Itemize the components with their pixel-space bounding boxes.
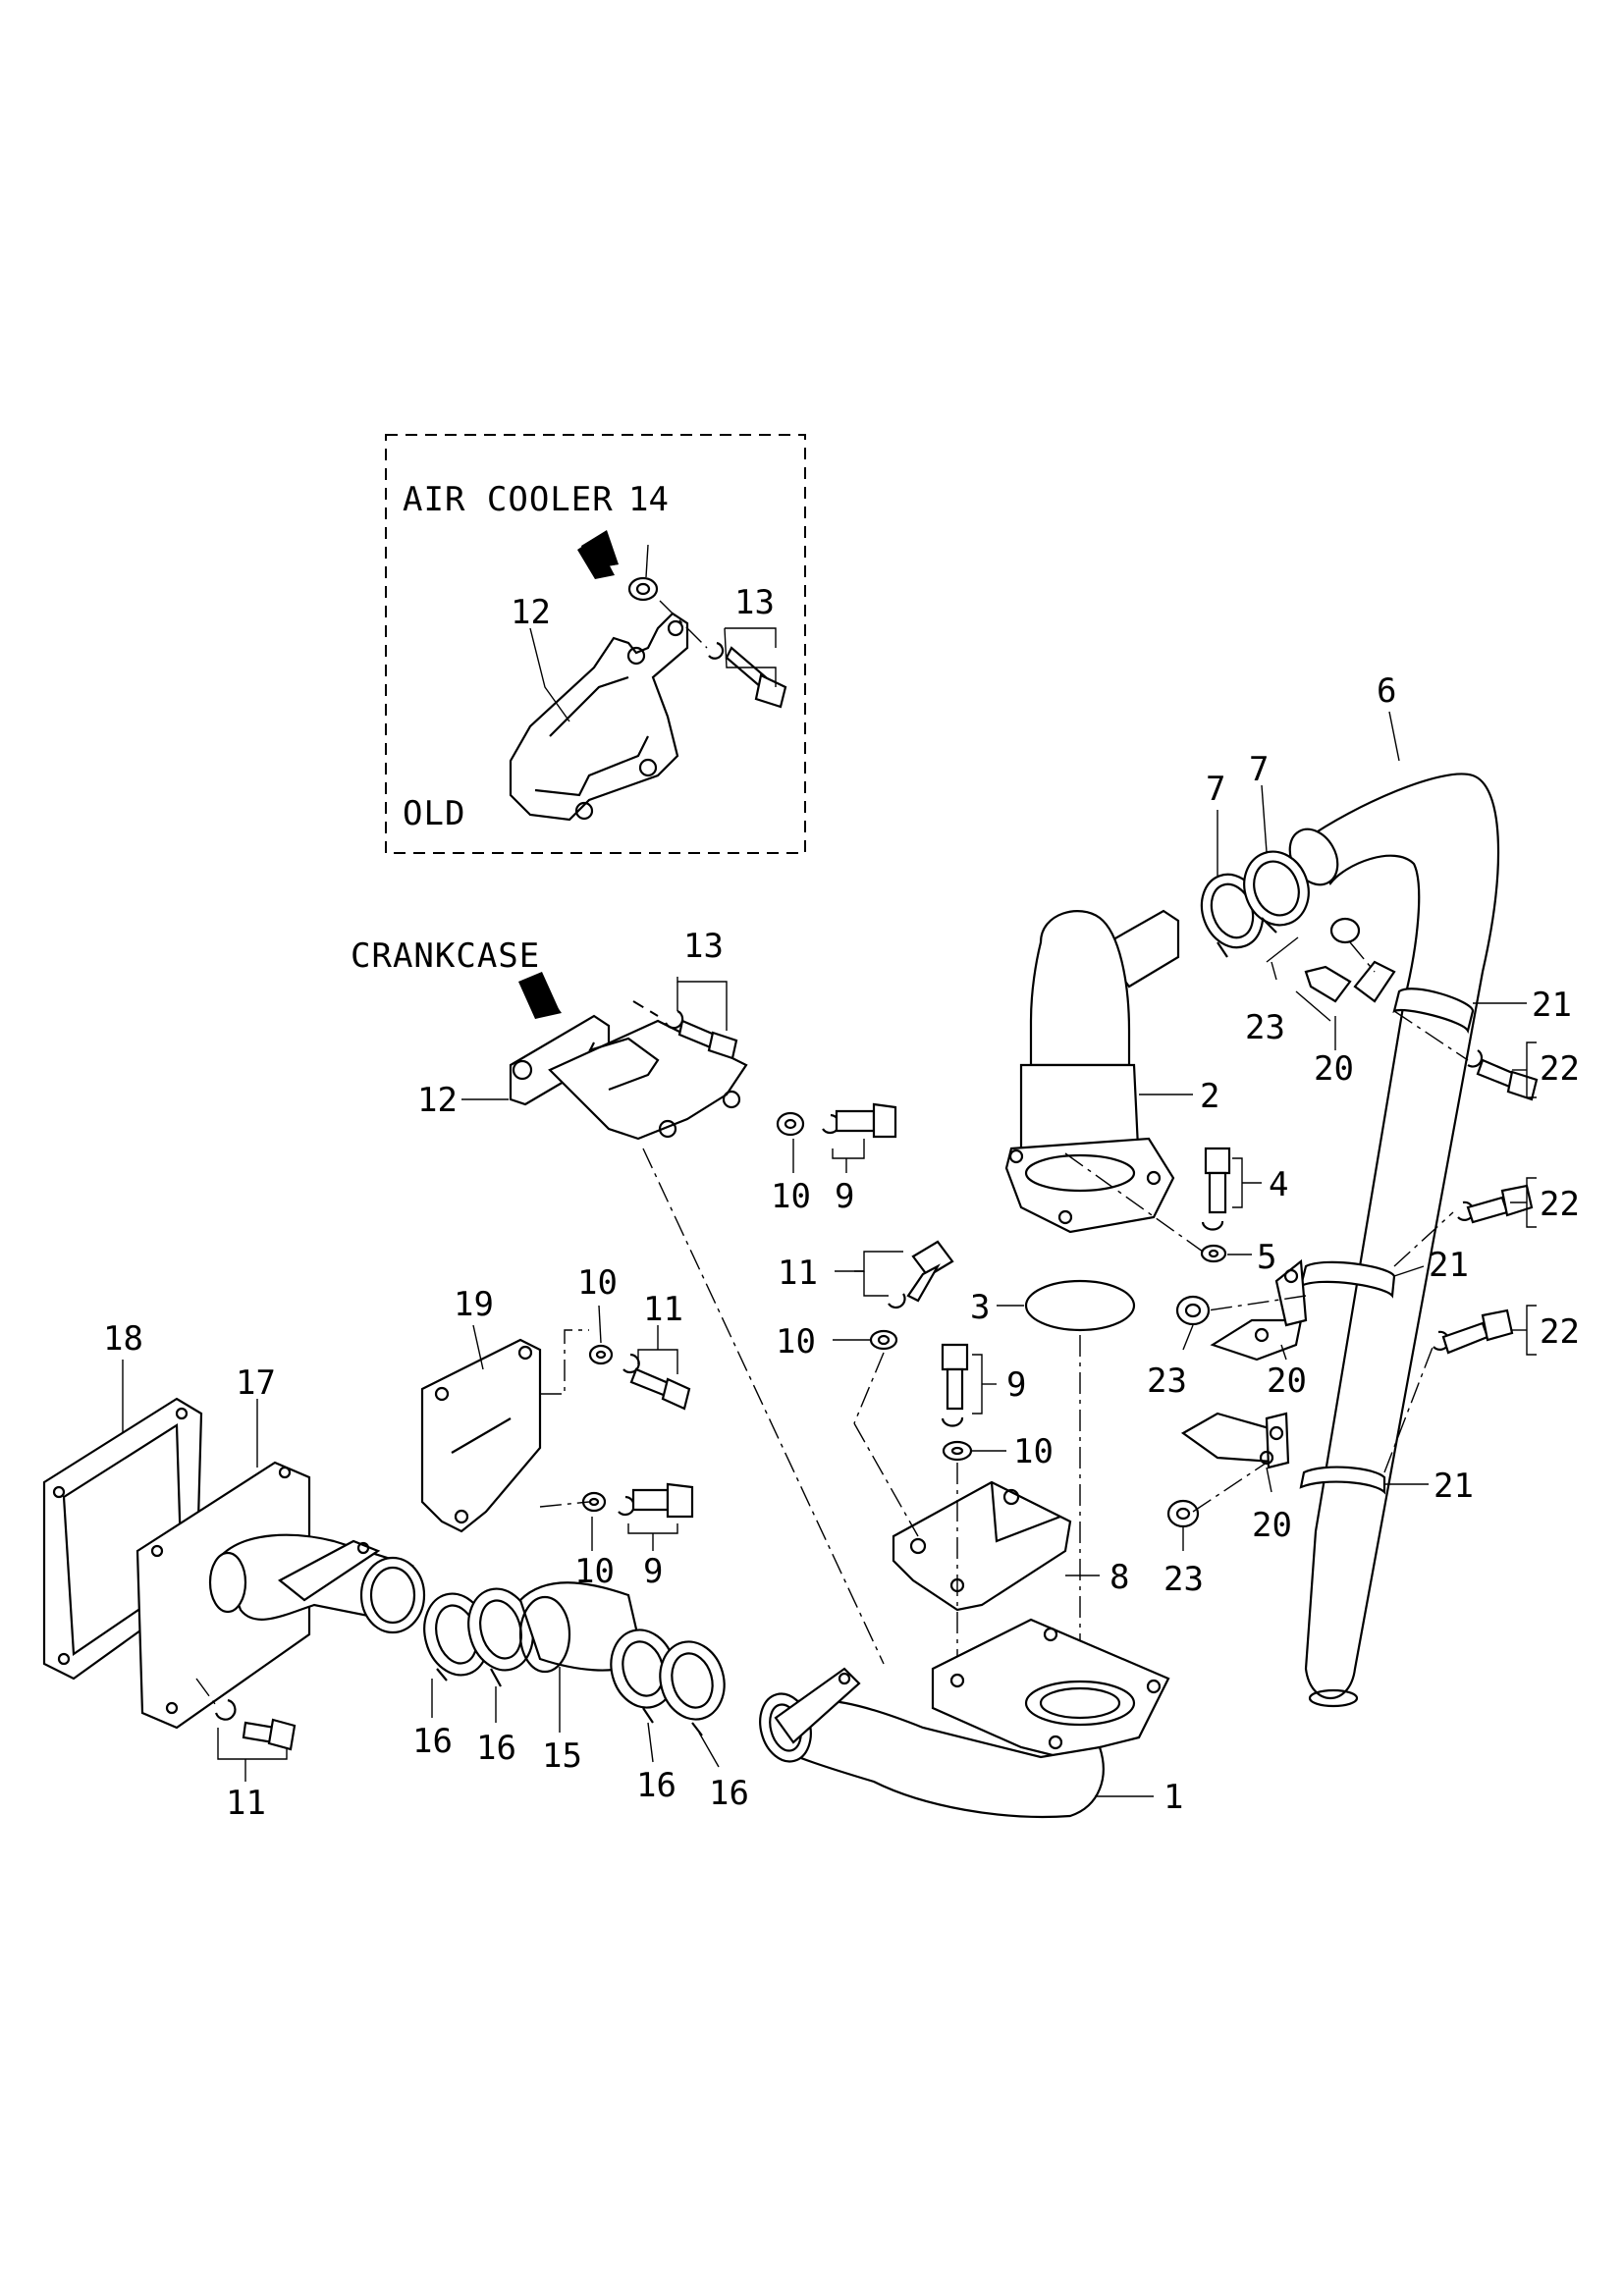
band-clamp-part <box>1392 988 1475 1035</box>
bolt-part <box>622 1353 691 1411</box>
caption-crankcase: CRANKCASE <box>351 936 540 976</box>
callout-1: 1 <box>1163 1778 1183 1817</box>
callout-19: 19 <box>454 1285 494 1324</box>
callout-10: 10 <box>771 1177 811 1216</box>
connecting-pipe-part <box>518 1581 645 1672</box>
callout-9: 9 <box>835 1177 854 1216</box>
callout-22-top: 22 <box>1540 1049 1580 1089</box>
callout-12-old: 12 <box>511 593 551 632</box>
callout-20-top: 20 <box>1314 1049 1354 1089</box>
crankcase-bracket-group: CRANKCASE <box>351 927 897 1216</box>
callout-22-lower: 22 <box>1540 1312 1580 1352</box>
callout-10-lower: 10 <box>1013 1432 1054 1471</box>
callout-21-top: 21 <box>1532 986 1572 1025</box>
hose-clamp-part <box>659 1640 726 1736</box>
center-fastener-group: 11 10 9 10 8 <box>776 1240 1129 1669</box>
callout-15: 15 <box>542 1736 582 1776</box>
bolt-part <box>888 1240 954 1309</box>
callout-3: 3 <box>970 1288 990 1327</box>
exhaust-elbow-part <box>774 1698 1105 1819</box>
callout-16-a: 16 <box>412 1722 453 1761</box>
washer-part <box>942 1440 973 1462</box>
washer-part <box>776 1111 805 1137</box>
direction-arrow-icon <box>577 530 619 579</box>
bolt-part <box>618 1482 694 1519</box>
callout-20-lower: 20 <box>1252 1506 1292 1545</box>
band-clamp-part <box>1299 1466 1386 1495</box>
direction-arrow-icon <box>518 972 562 1019</box>
pipe-bracket-part <box>1304 917 1396 1003</box>
callout-8: 8 <box>1109 1558 1129 1597</box>
callout-7-left: 7 <box>1206 770 1225 809</box>
tail-pipe-part <box>1304 773 1500 1699</box>
callout-22-middle: 22 <box>1540 1185 1580 1224</box>
bolt-part <box>822 1102 897 1139</box>
washer-part <box>869 1329 898 1351</box>
exhaust-elbow-group: 1 <box>642 1148 1183 1819</box>
callout-20-middle: 20 <box>1267 1362 1307 1401</box>
callout-11-bottom: 11 <box>226 1784 266 1823</box>
callout-9-left-lower: 9 <box>643 1552 663 1591</box>
callout-7-right: 7 <box>1249 750 1269 789</box>
muffler-group: 2 4 5 3 <box>970 909 1288 1688</box>
muffler-part <box>1029 910 1131 1067</box>
callout-10-left-upper: 10 <box>577 1263 618 1303</box>
pipe-bracket-part <box>1180 1412 1290 1469</box>
callout-11-center: 11 <box>778 1254 818 1293</box>
bolt-part <box>1467 1049 1539 1101</box>
callout-14: 14 <box>628 480 669 519</box>
hose-clamp-part <box>1243 850 1310 934</box>
callout-6: 6 <box>1377 671 1396 711</box>
callout-16-c: 16 <box>636 1766 676 1805</box>
callout-23-lower: 23 <box>1163 1560 1204 1599</box>
bolt-part <box>941 1343 969 1427</box>
hose-clamp-part <box>467 1587 534 1687</box>
nut-part <box>1166 1499 1200 1528</box>
caption-old: OLD <box>403 794 465 833</box>
inset-dashed-frame <box>385 434 806 854</box>
callout-18: 18 <box>103 1319 143 1359</box>
nut-part <box>1175 1295 1211 1326</box>
callout-13-old: 13 <box>734 583 775 622</box>
callout-4: 4 <box>1269 1165 1288 1204</box>
bolt-part <box>214 1698 297 1751</box>
callout-10-left-lower: 10 <box>574 1552 615 1591</box>
callout-11-left-upper: 11 <box>643 1290 683 1329</box>
pipe-support-bracket-part <box>892 1480 1072 1612</box>
callout-16-b: 16 <box>476 1729 516 1768</box>
left-pipe-group: 18 17 19 10 11 10 9 11 16 16 15 16 16 <box>42 1263 749 1823</box>
band-clamp-part <box>1299 1260 1396 1299</box>
caption-air-cooler: AIR COOLER <box>403 480 614 519</box>
callout-10-center: 10 <box>776 1322 816 1362</box>
callout-13-crankcase: 13 <box>683 927 724 966</box>
washer-part <box>1200 1244 1227 1263</box>
exhaust-tail-pipe-group: 6 7 7 23 20 21 22 22 21 22 23 20 21 20 2… <box>1147 671 1580 1708</box>
callout-9-center: 9 <box>1006 1365 1026 1405</box>
callout-17: 17 <box>236 1363 276 1403</box>
callout-5: 5 <box>1257 1238 1276 1277</box>
bolt-part <box>1433 1308 1514 1355</box>
callout-23-middle: 23 <box>1147 1362 1187 1401</box>
inset-old-air-cooler: AIR COOLER OLD <box>385 434 806 854</box>
bolt-part <box>1457 1184 1534 1224</box>
callout-12-crankcase: 12 <box>417 1081 458 1120</box>
callout-21-middle: 21 <box>1429 1246 1469 1285</box>
washer-part <box>627 576 659 602</box>
bolt-part <box>665 1010 738 1060</box>
gasket-part <box>1024 1279 1136 1332</box>
bolt-part <box>708 641 787 709</box>
washer-part <box>588 1344 614 1365</box>
callout-23-top: 23 <box>1245 1008 1285 1047</box>
callout-21-lower: 21 <box>1434 1467 1474 1506</box>
bracket-old-part <box>509 612 689 822</box>
callout-16-d: 16 <box>709 1774 749 1813</box>
pipe-bracket-part <box>1210 1258 1308 1362</box>
callout-2: 2 <box>1200 1077 1219 1116</box>
bolt-part <box>1201 1147 1231 1231</box>
